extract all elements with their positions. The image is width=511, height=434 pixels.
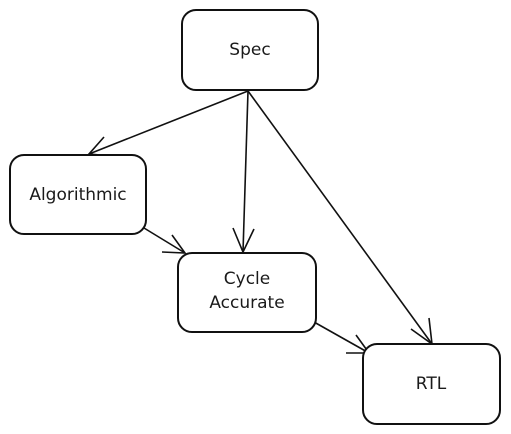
node-cycle-accurate-label-line2: Accurate <box>209 293 284 313</box>
node-rtl[interactable]: RTL <box>362 343 501 425</box>
edge-cycle-accurate-to-rtl <box>313 321 371 354</box>
edge-spec-to-algorithmic <box>87 90 249 157</box>
edge-spec-to-cycle-accurate <box>232 90 255 254</box>
edge-algorithmic-to-cycle-accurate <box>143 227 187 254</box>
node-cycle-accurate[interactable]: Cycle Accurate <box>177 252 317 333</box>
node-algorithmic-label: Algorithmic <box>29 185 126 205</box>
node-spec[interactable]: Spec <box>181 9 319 91</box>
node-spec-label: Spec <box>229 40 270 60</box>
node-algorithmic[interactable]: Algorithmic <box>9 154 147 235</box>
node-cycle-accurate-label-line1: Cycle <box>224 269 270 289</box>
node-rtl-label: RTL <box>416 374 447 394</box>
